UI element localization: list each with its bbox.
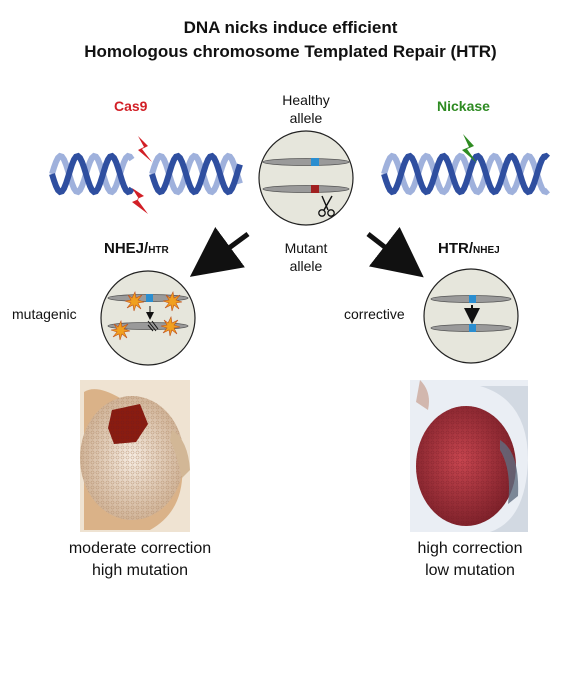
nickase-label: Nickase xyxy=(437,98,490,114)
burst-icon xyxy=(110,291,183,341)
nhej-htr-heading-small: HTR xyxy=(148,245,169,256)
htr-nhej-heading: HTR/NHEJ xyxy=(438,240,500,257)
scissors-icon xyxy=(318,195,335,217)
fly-eye-photo-right xyxy=(410,380,528,532)
dna-left-b-strand-front xyxy=(149,152,243,196)
caption-left-line-2: high mutation xyxy=(91,562,189,579)
cas9-label: Cas9 xyxy=(114,98,148,114)
htr-nhej-heading-small: NHEJ xyxy=(473,245,500,256)
mutagenic-label: mutagenic xyxy=(12,306,77,322)
caption-left-line-1: moderate correction xyxy=(68,540,212,557)
dna-helix-left xyxy=(49,152,243,196)
fly-eye-photo-left xyxy=(80,380,190,532)
central-cell-circle xyxy=(258,130,354,226)
htr-nhej-heading-main: HTR/ xyxy=(438,240,473,257)
nhej-htr-heading: NHEJ/HTR xyxy=(104,240,169,257)
title-line-2: Homologous chromosome Templated Repair (… xyxy=(84,42,497,61)
healthy-label-line-1: Healthy xyxy=(282,92,330,108)
corrective-label: corrective xyxy=(344,306,405,322)
lightning-bolt-icon xyxy=(132,136,152,214)
title-line-1: DNA nicks induce efficient xyxy=(183,18,398,37)
nhej-htr-heading-main: NHEJ/ xyxy=(104,240,149,257)
mutant-label-line-2: allele xyxy=(289,258,323,274)
arrow-to-nhej xyxy=(189,227,250,277)
dna-left-a-strand-front xyxy=(49,152,135,196)
caption-right-line-1: high correction xyxy=(417,540,523,557)
arrow-to-htr xyxy=(366,226,424,278)
dna-right-strand-front xyxy=(381,152,551,196)
dna-left-b-strand-back xyxy=(149,152,243,196)
mutant-label-line-1: Mutant xyxy=(284,240,328,256)
htr-outcome-circle xyxy=(423,268,519,364)
caption-right-line-2: low mutation xyxy=(425,562,515,579)
healthy-label-line-2: allele xyxy=(289,110,323,126)
dna-helix-right xyxy=(381,152,551,196)
nhej-outcome-circle xyxy=(100,270,196,366)
